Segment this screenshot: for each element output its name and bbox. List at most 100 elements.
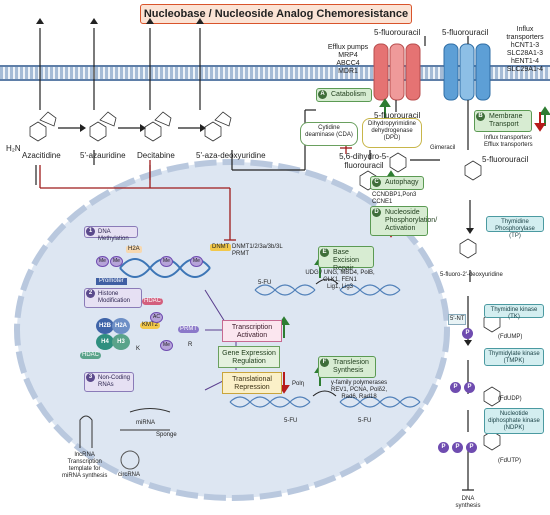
tls-fu-a: 5-FU <box>284 418 298 424</box>
dnmt-h2a: H2A <box>126 246 142 253</box>
membrane-transport-box: Membrane Transport <box>474 110 532 132</box>
efflux-channel <box>373 43 421 101</box>
tp-enzyme: Thymidine Phosphorylase (TP) <box>486 216 544 239</box>
phosphate-3b: P <box>452 442 463 453</box>
ncrna-badge: 3 <box>86 373 95 382</box>
lysine-k: K <box>136 346 141 352</box>
me-mark-3: Me <box>160 256 173 267</box>
fdump-label: (FdUMP) <box>498 334 523 340</box>
ac-mark: AC <box>150 312 163 323</box>
gimeracil-label: Gimeracil <box>430 145 456 151</box>
dihydro-fu-label: 5,6-dihydro-5-fluorouracil <box>339 152 389 170</box>
pump-mdr1: MDR1 <box>338 68 358 75</box>
phosphate-3a: P <box>438 442 449 453</box>
fu-right-mid: 5-fluorouracil <box>482 155 529 164</box>
kmt-enzyme: KMT2 <box>140 322 161 329</box>
influx-title: Influx transporters <box>506 26 544 41</box>
histone-h2a: H2A <box>112 318 130 334</box>
fdutp-label: (FdUTP) <box>498 458 521 464</box>
fu-top-left: 5-fluorouracil <box>374 28 421 37</box>
lncrna-label: lncRNA Transcription template for miRNA … <box>62 452 108 479</box>
fdu-label: 5-fluoro-2'-deoxyuridine <box>440 272 503 278</box>
transcription-activation-box: Transcription Activation <box>222 320 282 342</box>
me-mark-4: Me <box>190 256 203 267</box>
catabolism-badge: A <box>318 90 327 99</box>
nucleoside-badge: D <box>372 208 381 217</box>
drug-aza-deoxyuridine: 5'-aza-deoxyuridine <box>196 151 266 160</box>
autophagy-genes: CCNDBP1,Pon3 CCNE1 <box>372 192 417 205</box>
dnmt-genes: DNMT1/2/3a/3b/3L PRMT <box>232 244 283 257</box>
tls-badge: F <box>320 358 329 367</box>
influx-channel <box>443 43 491 101</box>
histone-mod-box: Histone Modification <box>84 288 142 308</box>
phosphate-1: P <box>462 328 473 339</box>
dpd-enzyme: Dihydropyrimidine dehydrogenase (DPD) <box>362 118 422 148</box>
dna-methylation-label: DNA Methylation <box>98 229 129 242</box>
histone-h2b: H2B <box>96 318 114 334</box>
ber-label: Base Excision Repair <box>333 249 360 272</box>
me-mark-2: Me <box>110 256 123 267</box>
fdudp-label: (FdUDP) <box>498 396 522 402</box>
mirna-label: miRNA <box>136 420 155 426</box>
histone-mod-badge: 2 <box>86 289 95 298</box>
ncrna-label: Non-Coding RNAs <box>98 375 131 388</box>
autophagy-label: Autophagy <box>385 179 419 186</box>
drug-nh2: H₂N <box>6 144 21 153</box>
gene-expression-box: Gene Expression Regulation <box>218 346 280 368</box>
tls-fu-b: 5-FU <box>358 418 372 424</box>
influx-hcnt: hCNT1-3 <box>510 42 540 49</box>
dna-methylation-box: DNA Methylation <box>84 226 138 242</box>
dnmt-enzyme: DNMT <box>210 244 232 251</box>
sponge-label: Sponge <box>156 432 177 438</box>
autophagy-box: Autophagy <box>370 176 424 190</box>
efflux-pumps-label: Efflux pumps MRP4 ABCC4 MDR1 <box>326 44 370 76</box>
ber-genes: UDG / UNG, MBD4, PolB, CLK1, FEN1 Lig1, … <box>305 270 375 290</box>
figure-title: Nucleobase / Nucleoside Analog Chemoresi… <box>140 4 412 24</box>
tls-genes: y-family polymerases REV1, PCNA, Polδ2, … <box>330 380 388 400</box>
pump-mrp4: MRP4 <box>338 52 358 59</box>
translational-repression-box: Translational Repression <box>222 372 282 394</box>
tk-enzyme: Thymidine kinase (TK) <box>484 304 544 320</box>
ncrna-box: Non-Coding RNAs <box>84 372 134 392</box>
circrna-label: circRNA <box>118 472 140 478</box>
hdac-bottom: HDAC <box>80 352 102 359</box>
tls-label: Translesion Synthesis <box>333 359 369 374</box>
tls-pol: Polη <box>292 381 305 387</box>
mt-influx: Influx transporters <box>484 135 533 141</box>
histone-h4: H4 <box>96 334 114 350</box>
drug-decitabine: Decitabine <box>137 151 175 160</box>
autophagy-badge: C <box>372 178 381 187</box>
ber-fu: 5-FU <box>258 280 272 286</box>
phosphate-2b: P <box>464 382 475 393</box>
histone-me-mark: Me <box>160 340 173 351</box>
fu-under-channel: 5-fluorouracil <box>374 111 421 120</box>
tknote: 5'-NT <box>448 314 467 325</box>
phosphate-3c: P <box>466 442 477 453</box>
influx-transporters-label: Influx transporters hCNT1-3 SLC28A1-3 hE… <box>500 26 550 74</box>
histone-h3: H3 <box>112 334 130 350</box>
cda-enzyme: Cytidine deaminase (CDA) <box>300 122 358 146</box>
nucleoside-label: Nucleoside Phosphorylation/ Activation <box>385 209 438 232</box>
ndpk-enzyme: Nucleotide diphosphate kinase (NDPK) <box>484 408 544 434</box>
tls-box: Translesion Synthesis <box>318 356 376 378</box>
dna-synthesis-label: DNA synthesis <box>455 496 481 509</box>
catabolism-label: Catabolism <box>331 91 367 98</box>
efflux-pumps-title: Efflux pumps <box>327 44 369 51</box>
phosphate-2a: P <box>450 382 461 393</box>
ber-box: Base Excision Repair <box>318 246 374 272</box>
fu-top-right: 5-fluorouracil <box>442 28 489 37</box>
arginine-r: R <box>188 342 193 348</box>
promoter-label: Promoter <box>96 278 127 285</box>
dna-helix-tls <box>229 396 421 408</box>
tmpk-enzyme: Thymidylate kinase (TMPK) <box>484 348 544 366</box>
influx-slc29: SLC29A1-4 <box>506 66 544 73</box>
pump-abcc4: ABCC4 <box>336 60 360 67</box>
dna-methylation-badge: 1 <box>86 227 95 236</box>
dna-helix-ber <box>254 284 401 296</box>
me-mark-1: Me <box>96 256 109 267</box>
drug-azauridine: 5'-azauridine <box>80 151 126 160</box>
histone-mod-label: Histone Modification <box>98 291 131 304</box>
influx-hent: hENT1-4 <box>510 58 539 65</box>
prmt-enzyme: PRMT <box>178 326 199 333</box>
